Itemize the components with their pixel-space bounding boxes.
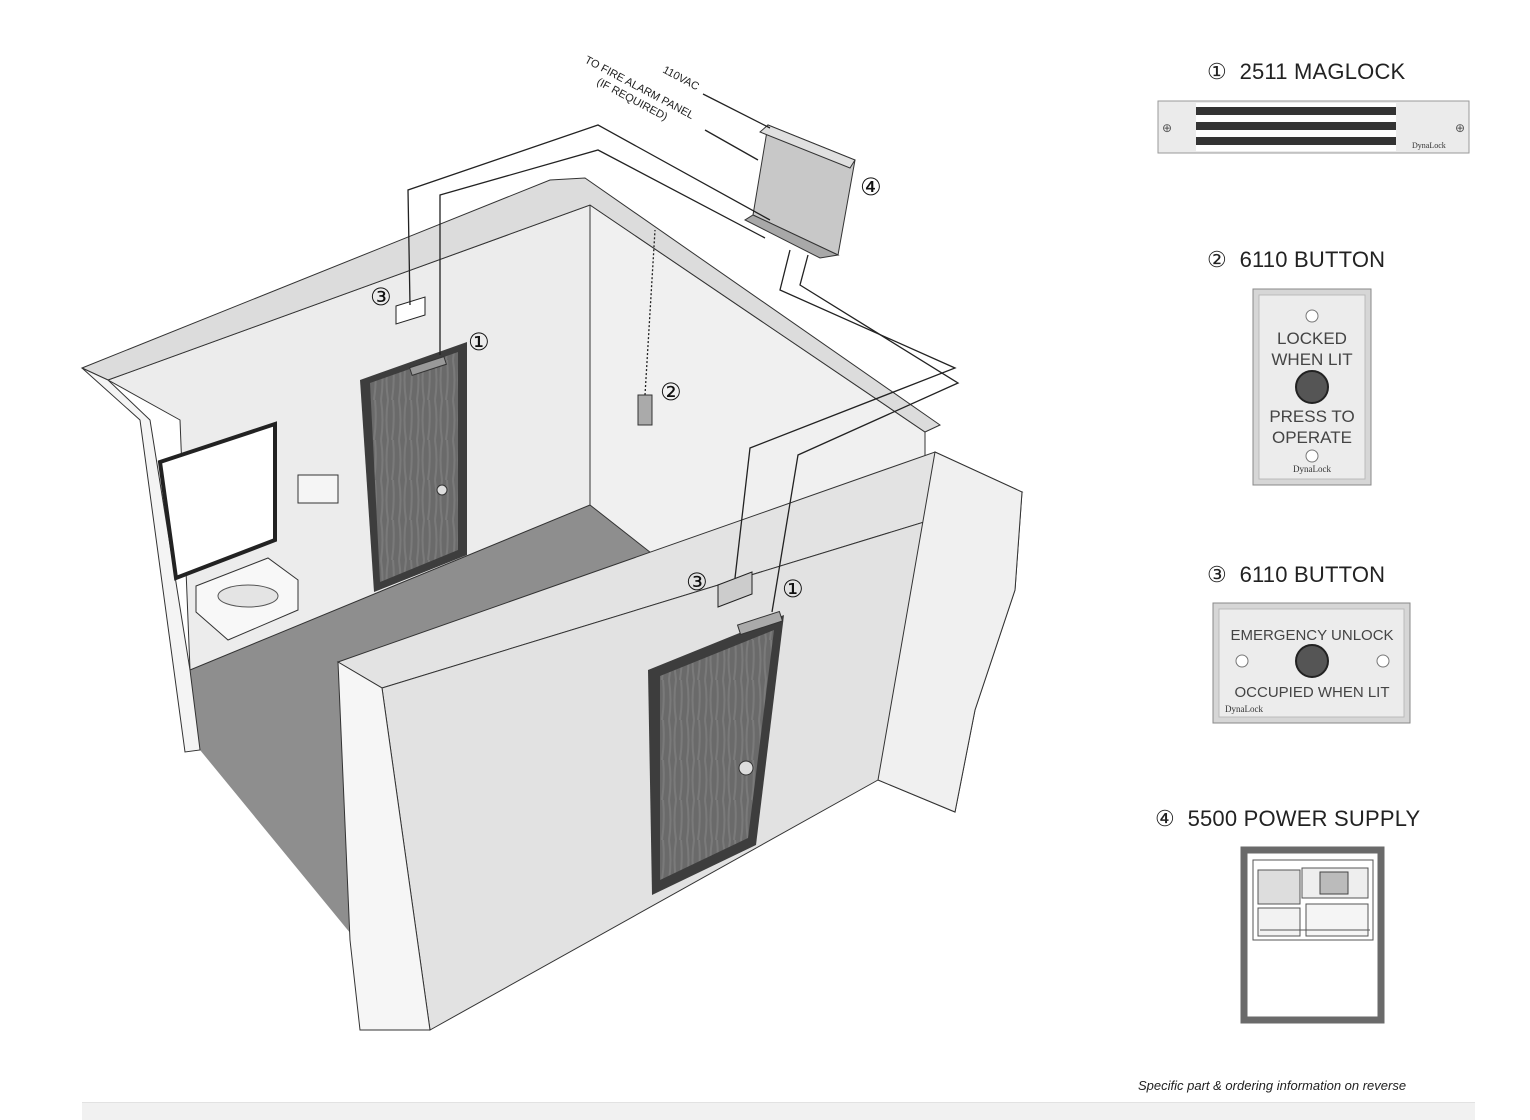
wire-outer-maglock	[771, 254, 960, 613]
outer-maglock	[736, 610, 784, 636]
part2-title-text: 6110 BUTTON	[1239, 247, 1386, 272]
part3-title-text: 6110 BUTTON	[1239, 562, 1386, 587]
wire-inner-maglock	[439, 149, 766, 355]
wire-ac	[702, 93, 771, 129]
wire-inner-button	[644, 229, 656, 396]
button3-brand: DynaLock	[1225, 704, 1263, 714]
part4-number: ④	[1155, 806, 1175, 831]
wiring	[407, 93, 960, 613]
outer-emergency-plate	[717, 571, 753, 608]
button2-text-bottom2: OPERATE	[1272, 428, 1352, 447]
part2-title: ② 6110 BUTTON	[1207, 247, 1385, 273]
sink-basin	[217, 584, 279, 608]
wire-outer-emergency	[734, 249, 957, 579]
part1-number: ①	[1207, 59, 1227, 84]
part1-title-text: 2511 MAGLOCK	[1239, 59, 1406, 84]
maglock-brand: DynaLock	[1412, 141, 1446, 150]
callout-outer-emergency: ③	[686, 568, 708, 596]
callout-inner-button: ②	[660, 378, 682, 406]
svg-text:⊕: ⊕	[1455, 121, 1465, 135]
power-supply-image	[1240, 846, 1385, 1024]
part3-title: ③ 6110 BUTTON	[1207, 562, 1385, 588]
callouts: ① ② ③ ③ ① ④	[370, 173, 882, 603]
wall-top-ledge	[80, 177, 941, 433]
room-floor	[190, 505, 660, 945]
power-supply-box	[743, 124, 856, 259]
button3-text-top: EMERGENCY UNLOCK	[1230, 627, 1393, 644]
footer-note: Specific part & ordering information on …	[1138, 1078, 1407, 1093]
callout-power-supply: ④	[860, 173, 882, 201]
button2-text-bottom1: PRESS TO	[1269, 407, 1354, 426]
front-wall-end	[337, 661, 431, 1031]
callout-inner-maglock: ①	[468, 328, 490, 356]
part2-number: ②	[1207, 247, 1227, 272]
button3-text-bottom: OCCUPIED WHEN LIT	[1234, 684, 1389, 701]
wire-fire-alarm	[704, 129, 759, 161]
part4-title: ④ 5500 POWER SUPPLY	[1155, 806, 1420, 832]
button2-brand: DynaLock	[1293, 464, 1331, 474]
callout-top-emergency: ③	[370, 283, 392, 311]
button-6110-emergency-image: EMERGENCY UNLOCK OCCUPIED WHEN LIT DynaL…	[1212, 602, 1411, 724]
maglock-image: ⊕ ⊕ DynaLock	[1157, 100, 1470, 154]
part1-title: ① 2511 MAGLOCK	[1207, 59, 1405, 85]
inner-emergency-plate	[395, 296, 426, 325]
outer-door-handle	[738, 760, 754, 776]
wire-top-emergency	[407, 124, 771, 306]
left-wall-end	[81, 367, 201, 753]
outer-door-leaf	[660, 630, 774, 880]
svg-text:⊕: ⊕	[1162, 121, 1172, 135]
button2-text-top2: WHEN LIT	[1271, 350, 1352, 369]
inner-maglock	[409, 356, 447, 376]
room-illustration	[80, 177, 1024, 1031]
button2-text-top1: LOCKED	[1277, 329, 1347, 348]
mirror	[157, 421, 277, 581]
inner-door-leaf	[370, 352, 458, 582]
label-110vac: 110VAC	[661, 64, 701, 93]
towel-dispenser	[297, 474, 339, 504]
part3-number: ③	[1207, 562, 1227, 587]
part4-title-text: 5500 POWER SUPPLY	[1187, 806, 1421, 831]
button-6110-locked-image: LOCKED WHEN LIT PRESS TO OPERATE DynaLoc…	[1252, 288, 1372, 486]
footer-bar	[82, 1102, 1475, 1120]
callout-outer-maglock: ①	[782, 575, 804, 603]
inner-button-plate	[637, 394, 653, 426]
right-wall-end	[877, 451, 1023, 813]
inner-door-handle	[436, 484, 448, 496]
